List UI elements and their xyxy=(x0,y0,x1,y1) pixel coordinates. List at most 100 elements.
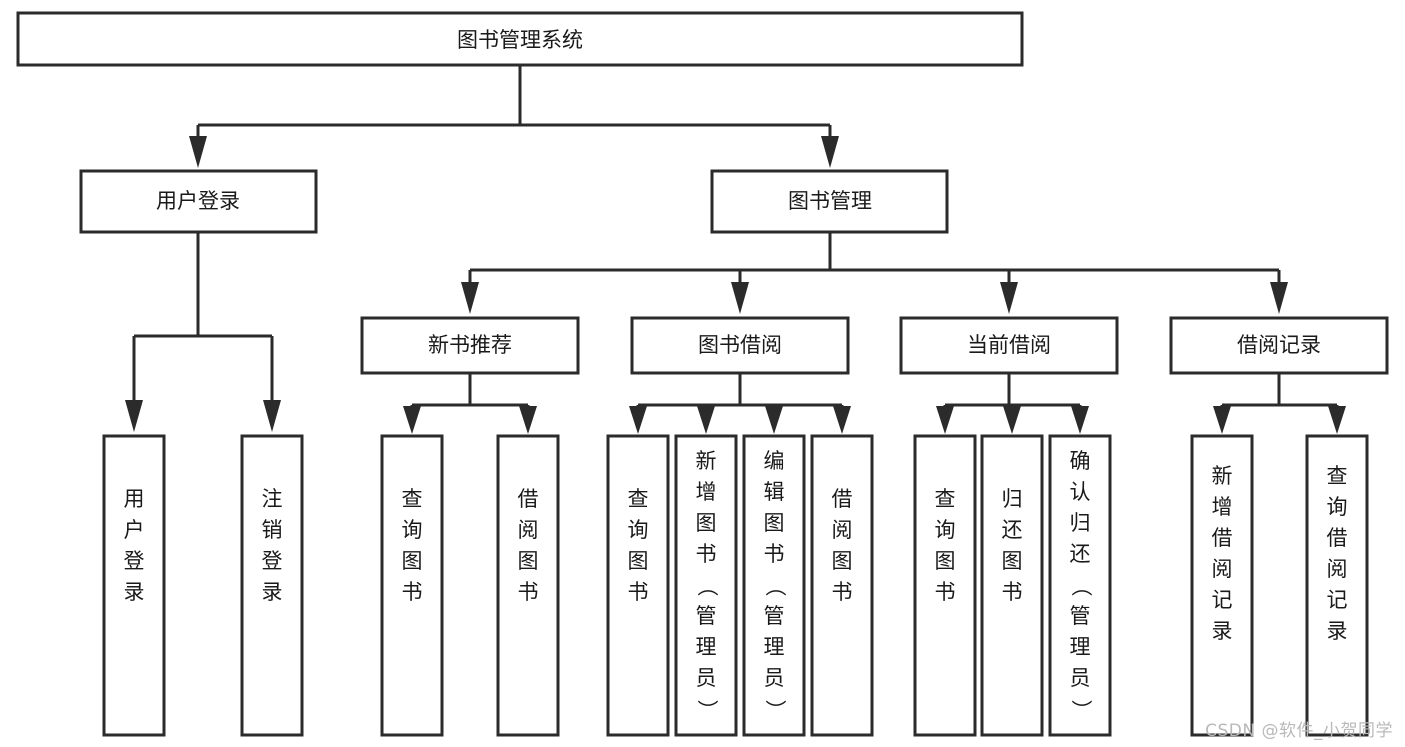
leaf-node-borrow-record-query-rect xyxy=(1305,434,1369,737)
svg-text:录: 录 xyxy=(262,580,283,604)
svg-text:询: 询 xyxy=(1327,495,1348,519)
leaf-node-current-borrow-confirm-rect xyxy=(1048,434,1112,737)
svg-text:理: 理 xyxy=(696,635,717,659)
arrow-icon-leaf-book-borrow-3 xyxy=(765,406,783,434)
svg-text:员: 员 xyxy=(764,666,785,690)
svg-text:员: 员 xyxy=(1070,666,1091,690)
arrow-icon-leaf-book-borrow-1 xyxy=(629,406,647,434)
leaf-node-user-login-login[interactable]: 用户登录 xyxy=(102,434,166,737)
node-borrow-record-label: 借阅记录 xyxy=(1237,333,1321,357)
node-book-management-label: 图书管理 xyxy=(788,189,872,213)
leaf-node-current-borrow-return-rect xyxy=(980,434,1044,737)
svg-text:登: 登 xyxy=(262,549,283,573)
node-user-login-rect xyxy=(79,169,318,234)
svg-text:确: 确 xyxy=(1070,449,1091,473)
leaf-node-book-borrow-borrow-rect xyxy=(810,434,874,737)
arrow-icon-leaf-current-borrow-1 xyxy=(936,406,954,434)
arrow-icon-book-borrow xyxy=(731,282,749,314)
svg-text:图: 图 xyxy=(764,511,785,535)
svg-text:（: （ xyxy=(763,576,787,597)
svg-text:图: 图 xyxy=(1002,549,1023,573)
node-book-borrow[interactable]: 图书借阅 xyxy=(630,316,850,375)
svg-text:书: 书 xyxy=(628,580,649,604)
arrow-icon-current-borrow xyxy=(1000,282,1018,314)
svg-text:图: 图 xyxy=(935,549,956,573)
leaf-node-book-borrow-query-rect xyxy=(606,434,670,737)
svg-text:新: 新 xyxy=(1212,464,1233,488)
leaf-node-book-borrow-add-rect xyxy=(674,434,738,737)
svg-text:理: 理 xyxy=(764,635,785,659)
node-book-management-rect xyxy=(710,169,949,234)
arrow-icon-leaf-user-login-2 xyxy=(263,400,281,432)
svg-text:户: 户 xyxy=(124,518,145,542)
svg-text:增: 增 xyxy=(1212,495,1233,519)
arrow-icon-user-login xyxy=(189,136,207,168)
svg-text:借: 借 xyxy=(1212,526,1233,550)
svg-text:书: 书 xyxy=(696,542,717,566)
svg-text:图: 图 xyxy=(832,549,853,573)
arrow-icon-leaf-current-borrow-2 xyxy=(1003,406,1021,434)
leaf-node-user-login-logout-rect xyxy=(240,434,304,737)
svg-text:图: 图 xyxy=(402,549,423,573)
svg-text:查: 查 xyxy=(935,487,956,511)
node-root-label: 图书管理系统 xyxy=(457,28,583,52)
svg-text:管: 管 xyxy=(1070,604,1091,628)
leaf-node-current-borrow-query-rect xyxy=(913,434,977,737)
svg-text:书: 书 xyxy=(935,580,956,604)
node-user-login[interactable]: 用户登录 xyxy=(79,169,318,234)
svg-text:还: 还 xyxy=(1002,518,1023,542)
svg-text:归: 归 xyxy=(1002,487,1023,511)
svg-text:理: 理 xyxy=(1070,635,1091,659)
arrow-icon-new-book-recommend xyxy=(461,282,479,314)
svg-text:记: 记 xyxy=(1212,588,1233,612)
node-new-book-recommend-label: 新书推荐 xyxy=(428,333,512,357)
svg-text:（: （ xyxy=(695,576,719,597)
svg-text:阅: 阅 xyxy=(832,518,853,542)
leaf-node-user-login-login-text: 用户登录 xyxy=(124,487,145,604)
leaf-node-borrow-record-add-rect xyxy=(1190,434,1254,737)
node-user-login-label: 用户登录 xyxy=(156,189,240,213)
node-borrow-record[interactable]: 借阅记录 xyxy=(1169,316,1389,375)
svg-text:编: 编 xyxy=(764,449,785,473)
svg-text:录: 录 xyxy=(124,580,145,604)
leaf-node-user-login-login-rect xyxy=(102,434,166,737)
svg-text:借: 借 xyxy=(832,487,853,511)
node-root-book-management-system[interactable]: 图书管理系统 xyxy=(16,11,1024,67)
svg-text:）: ） xyxy=(1069,700,1093,721)
node-new-book-recommend[interactable]: 新书推荐 xyxy=(360,316,580,375)
svg-text:员: 员 xyxy=(696,666,717,690)
node-book-management[interactable]: 图书管理 xyxy=(710,169,949,234)
svg-text:查: 查 xyxy=(628,487,649,511)
svg-text:书: 书 xyxy=(518,580,539,604)
node-current-borrow[interactable]: 当前借阅 xyxy=(899,316,1119,375)
svg-text:销: 销 xyxy=(262,518,283,542)
svg-text:管: 管 xyxy=(696,604,717,628)
arrow-icon-leaf-current-borrow-3 xyxy=(1071,406,1089,434)
svg-text:管: 管 xyxy=(764,604,785,628)
svg-text:图: 图 xyxy=(696,511,717,535)
svg-text:注: 注 xyxy=(262,487,283,511)
svg-text:询: 询 xyxy=(935,518,956,542)
arrow-icon-leaf-book-borrow-4 xyxy=(833,406,851,434)
node-current-borrow-rect xyxy=(899,316,1119,375)
svg-text:）: ） xyxy=(695,700,719,721)
